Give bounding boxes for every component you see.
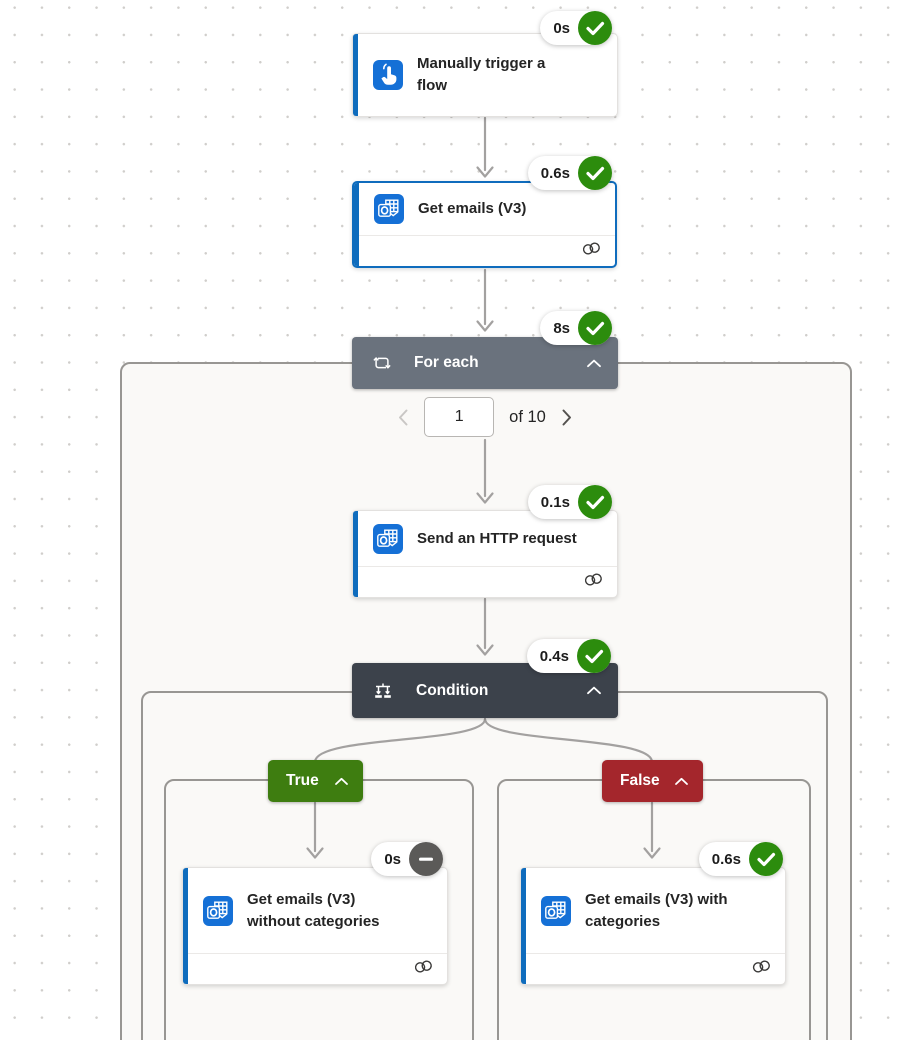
action-title: Send an HTTP request — [417, 529, 577, 547]
page-total-label: of 10 — [509, 407, 546, 426]
connection-link-icon[interactable] — [583, 572, 604, 592]
collapse-chevron-up-icon[interactable] — [674, 777, 689, 786]
for-each-scope-header[interactable]: For each — [352, 337, 618, 389]
status-badge-condition[interactable]: 0.4s — [526, 639, 611, 673]
outlook-icon — [203, 895, 233, 926]
success-check-icon — [578, 311, 612, 345]
action-title: Get emails (V3) with categories — [585, 890, 728, 930]
card-footer — [358, 566, 617, 597]
page-number-input[interactable] — [424, 397, 495, 437]
skipped-minus-icon — [409, 842, 443, 876]
duration-label: 0s — [553, 19, 570, 37]
for-each-title: For each — [414, 354, 479, 371]
collapse-chevron-up-icon[interactable] — [586, 359, 602, 368]
card-accent-bar — [353, 34, 358, 116]
duration-label: 8s — [553, 319, 570, 337]
collapse-chevron-up-icon[interactable] — [334, 777, 349, 786]
false-branch-badge[interactable]: False — [602, 760, 703, 802]
card-accent-bar — [183, 868, 188, 984]
action-title: Get emails (V3) — [418, 200, 527, 218]
collapse-chevron-up-icon[interactable] — [586, 686, 602, 695]
for-each-pagination: of 10 — [352, 396, 618, 438]
next-page-button[interactable] — [561, 408, 573, 427]
duration-label: 0s — [384, 850, 401, 868]
true-label: True — [286, 772, 319, 789]
for-each-loop-icon — [372, 354, 392, 372]
card-footer — [359, 235, 615, 266]
duration-label: 0.6s — [711, 850, 741, 868]
outlook-icon — [373, 523, 403, 554]
trigger-title: Manually trigger a flow — [417, 55, 546, 94]
action-card-send-http-request[interactable]: Send an HTTP request — [352, 510, 618, 598]
card-accent-bar — [354, 183, 359, 266]
connection-link-icon[interactable] — [581, 241, 602, 261]
outlook-icon — [541, 895, 571, 926]
status-badge-without-categories[interactable]: 0s — [371, 842, 443, 876]
success-check-icon — [578, 156, 612, 190]
duration-label: 0.4s — [539, 647, 569, 665]
previous-page-button[interactable] — [397, 408, 409, 427]
condition-branch-icon — [372, 681, 394, 700]
connection-link-icon[interactable] — [751, 959, 772, 979]
card-footer — [526, 953, 785, 984]
false-label: False — [620, 772, 660, 789]
status-badge-trigger[interactable]: 0s — [540, 11, 612, 45]
condition-title: Condition — [416, 681, 489, 699]
status-badge-get-emails[interactable]: 0.6s — [527, 156, 612, 190]
duration-label: 0.1s — [540, 493, 570, 511]
trigger-card-manually-trigger-flow[interactable]: Manually trigger a flow — [352, 33, 618, 117]
status-badge-for-each[interactable]: 8s — [540, 311, 612, 345]
success-check-icon — [578, 485, 612, 519]
duration-label: 0.6s — [540, 164, 570, 182]
action-card-get-emails-with-categories[interactable]: Get emails (V3) with categories — [520, 867, 786, 985]
outlook-icon — [374, 194, 404, 224]
card-footer — [188, 953, 447, 984]
action-card-get-emails-without-categories[interactable]: Get emails (V3) without categories — [182, 867, 448, 985]
card-accent-bar — [353, 511, 358, 597]
success-check-icon — [577, 639, 611, 673]
connection-link-icon[interactable] — [413, 959, 434, 979]
manual-trigger-icon — [373, 60, 403, 90]
true-branch-badge[interactable]: True — [268, 760, 363, 802]
status-badge-with-categories[interactable]: 0.6s — [698, 842, 783, 876]
success-check-icon — [749, 842, 783, 876]
card-accent-bar — [521, 868, 526, 984]
action-card-get-emails[interactable]: Get emails (V3) — [352, 181, 617, 268]
status-badge-http-request[interactable]: 0.1s — [527, 485, 612, 519]
success-check-icon — [578, 11, 612, 45]
action-title: Get emails (V3) without categories — [247, 890, 380, 930]
